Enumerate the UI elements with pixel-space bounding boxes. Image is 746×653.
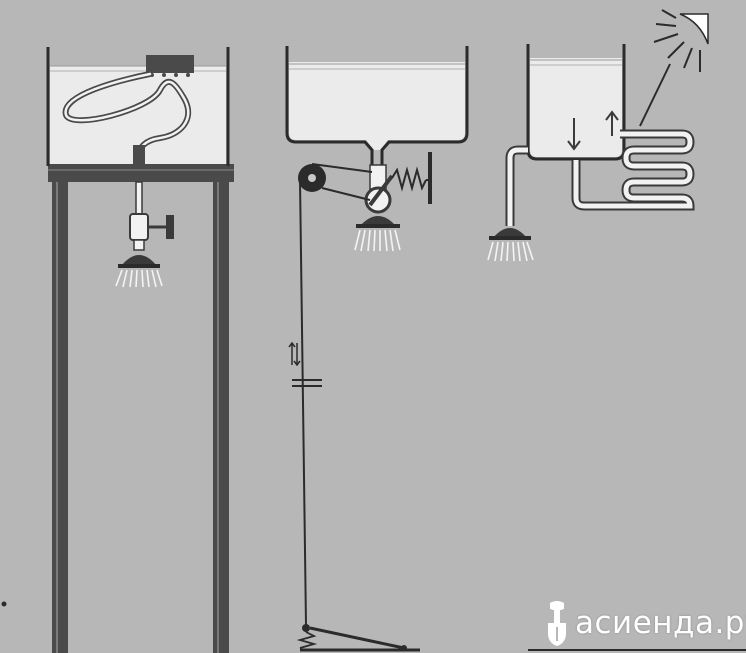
garden-spade-icon <box>548 601 566 646</box>
flow-up-arrow-icon <box>605 110 619 136</box>
watermark-text: асиенда.ру <box>575 605 746 641</box>
up-down-arrows-icon <box>288 341 301 367</box>
pedal-valve-shower <box>285 46 469 652</box>
frame-right-leg <box>213 180 229 653</box>
valve-handle <box>166 215 174 239</box>
pedal-spring <box>296 631 318 649</box>
site-watermark: асиенда.ру <box>545 598 746 648</box>
solar-heated-shower <box>487 9 746 651</box>
tank-3-water <box>530 58 622 157</box>
foot-pedal <box>309 626 405 650</box>
valve-spring <box>391 166 427 192</box>
frame-crossbeam <box>48 164 234 182</box>
shower-head-icon <box>360 216 396 226</box>
frame-left-leg <box>52 180 68 653</box>
shower-valve <box>129 213 149 241</box>
shower-head-icon <box>493 228 527 238</box>
sun-icon <box>653 9 709 72</box>
pull-cord <box>299 179 307 626</box>
valve-lever <box>368 174 394 207</box>
sun-ray <box>639 63 671 127</box>
outlet-pipe <box>505 145 528 226</box>
float-box <box>146 55 194 73</box>
gravity-tank-shower <box>46 47 234 653</box>
flow-down-arrow-icon <box>567 118 581 151</box>
tank-2-water <box>289 62 465 150</box>
shower-head-icon <box>121 255 157 266</box>
